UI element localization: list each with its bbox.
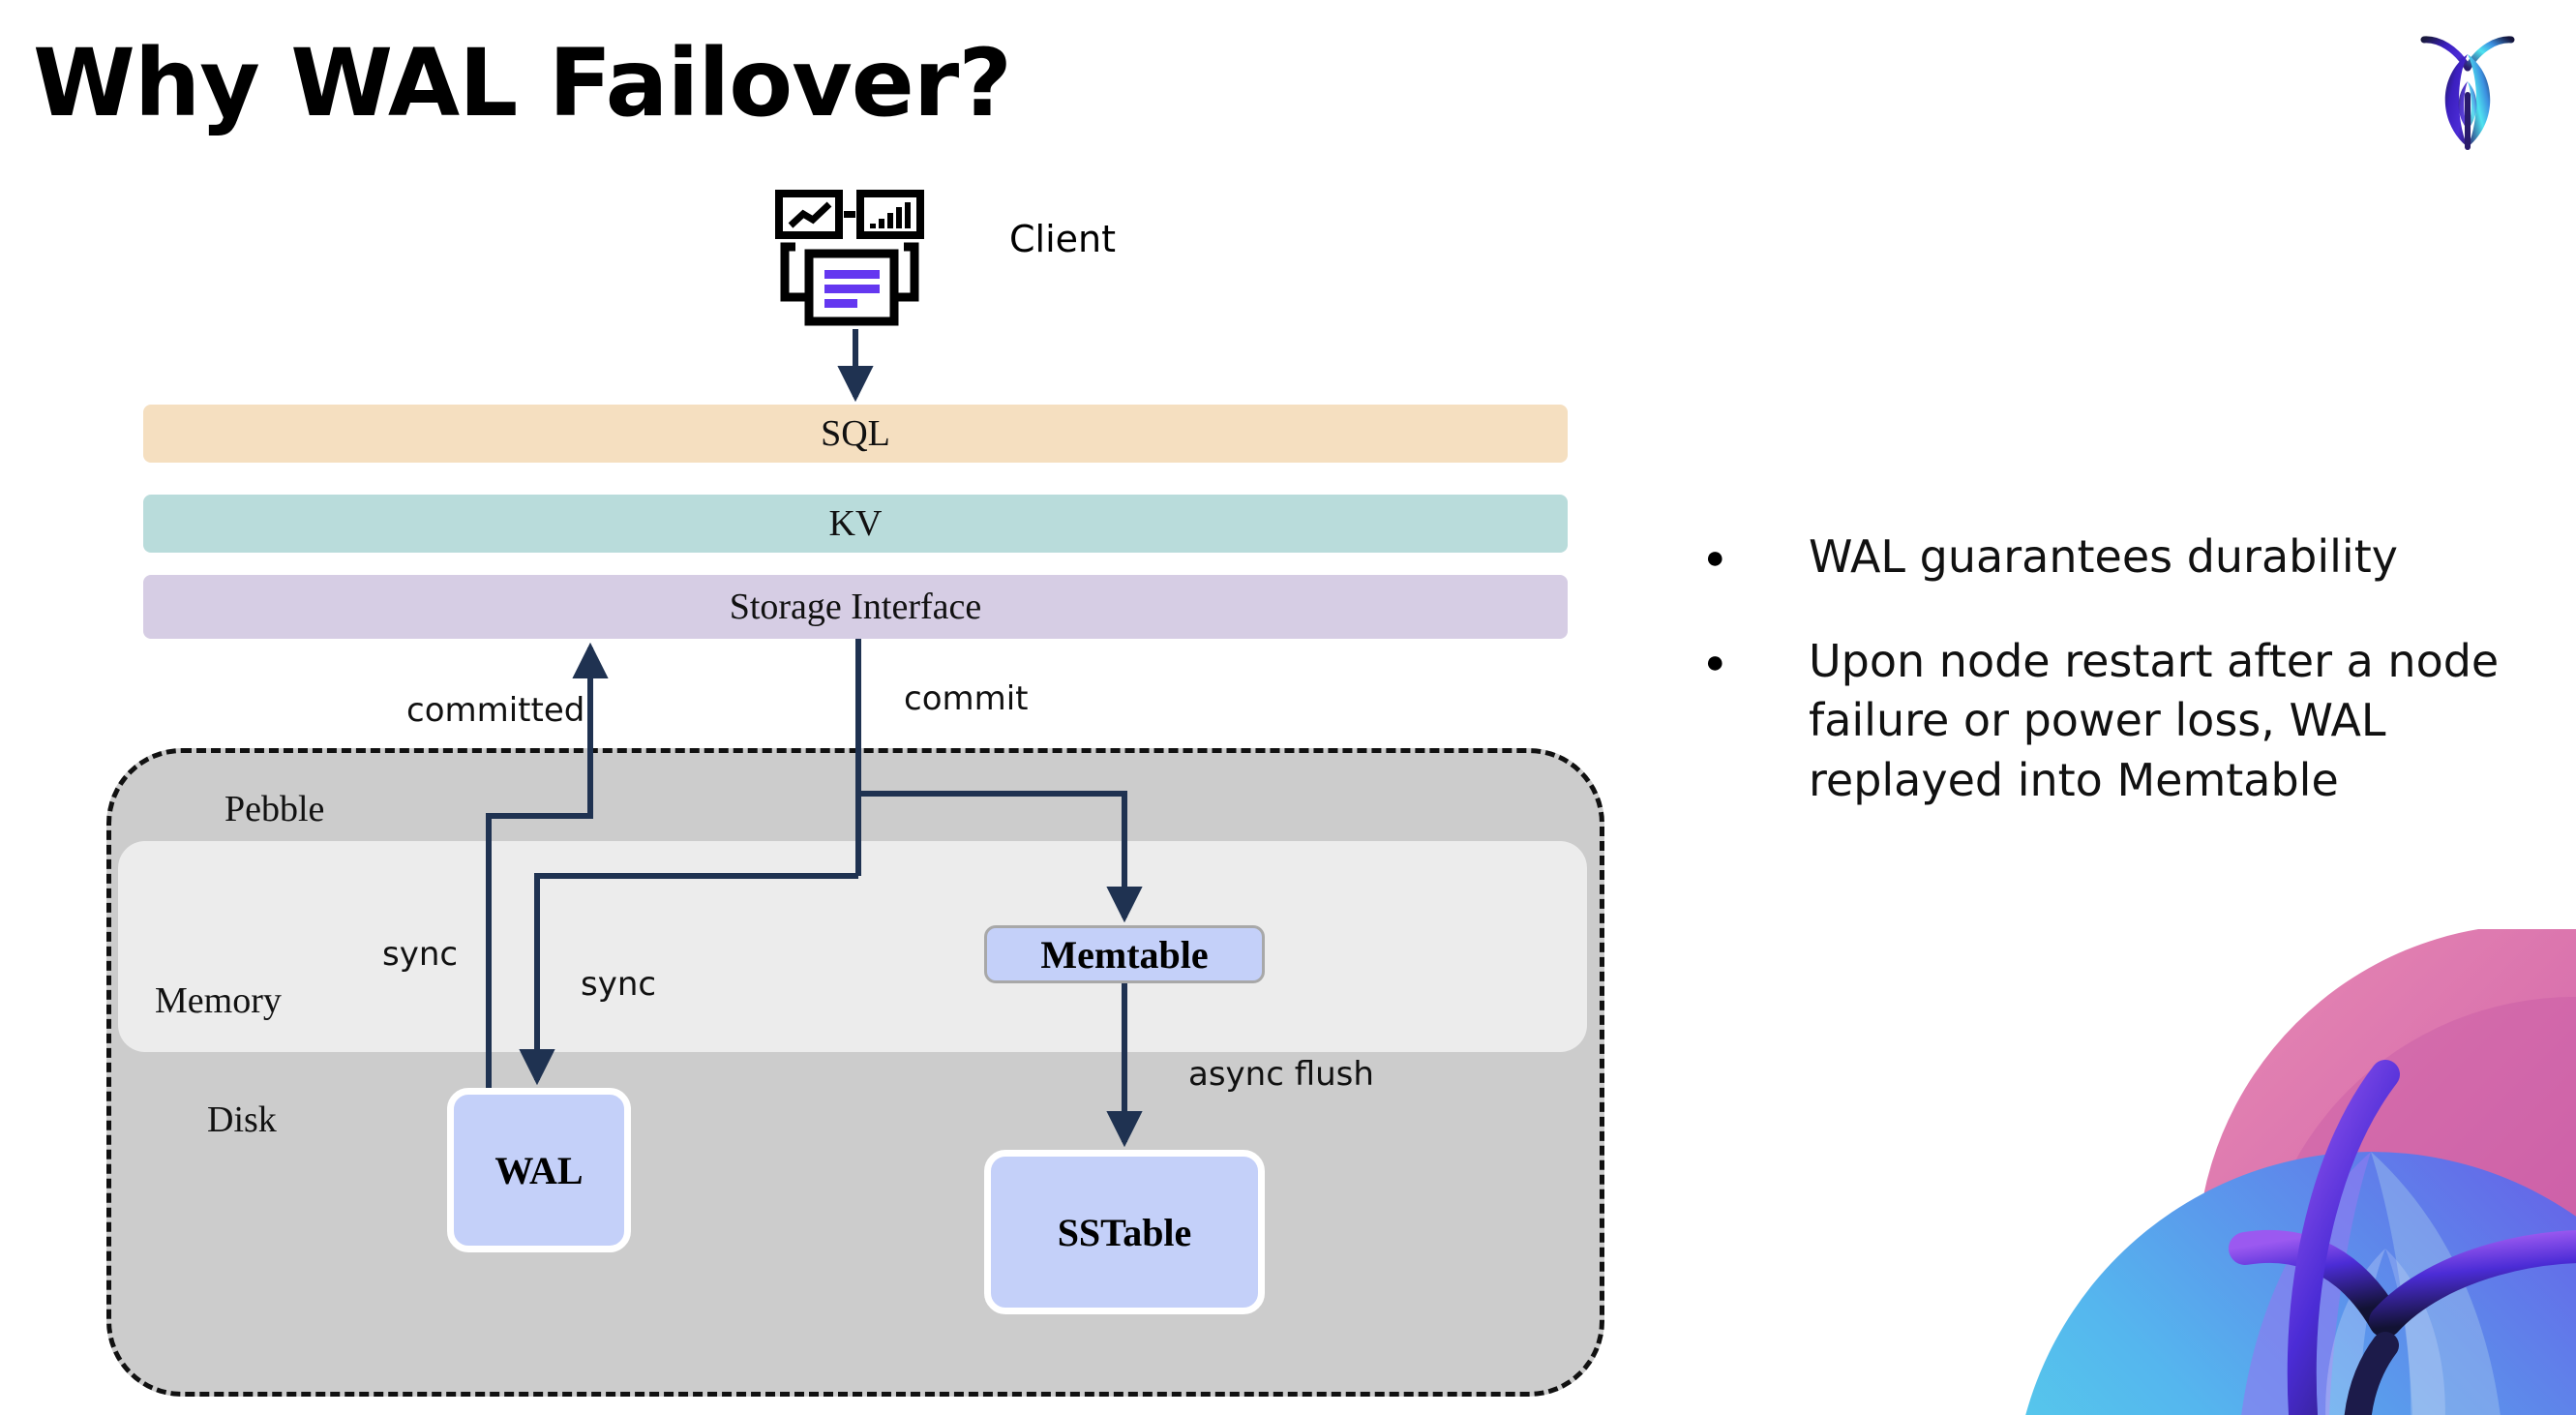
component-box-sstable[interactable]: SSTable xyxy=(984,1150,1265,1314)
component-box-sstable-label: SSTable xyxy=(1057,1210,1192,1254)
bullet-text: Upon node restart after a node failure o… xyxy=(1809,634,2500,806)
bullet-marker-icon: ● xyxy=(1705,643,1725,680)
edge-label-committed: committed xyxy=(406,691,585,730)
edge-label-sync-right: sync xyxy=(581,965,657,1004)
layer-bar-sql: SQL xyxy=(143,405,1568,463)
bullet-text: WAL guarantees durability xyxy=(1809,530,2398,583)
page-title: Why WAL Failover? xyxy=(33,29,1012,137)
layer-bar-storage-interface-label: Storage Interface xyxy=(729,587,982,627)
component-box-memtable[interactable]: Memtable xyxy=(984,925,1265,983)
memory-band xyxy=(118,841,1587,1052)
memory-label: Memory xyxy=(155,980,282,1021)
component-box-wal[interactable]: WAL xyxy=(447,1088,631,1252)
layer-bar-kv-label: KV xyxy=(828,503,883,544)
layer-bar-sql-label: SQL xyxy=(821,413,890,454)
component-box-memtable-label: Memtable xyxy=(1040,932,1209,977)
bullet-list: ● WAL guarantees durability ● Upon node … xyxy=(1705,527,2537,856)
list-item: ● WAL guarantees durability xyxy=(1705,527,2537,587)
list-item: ● Upon node restart after a node failure… xyxy=(1705,632,2537,811)
decorative-logo-art xyxy=(1955,929,2576,1415)
pebble-label: Pebble xyxy=(225,789,325,829)
edge-label-sync-left: sync xyxy=(382,935,459,974)
bullet-marker-icon: ● xyxy=(1705,539,1725,576)
disk-label: Disk xyxy=(207,1099,277,1140)
client-label: Client xyxy=(1009,218,1117,260)
layer-bar-kv: KV xyxy=(143,495,1568,553)
edge-label-async-flush: async flush xyxy=(1188,1055,1374,1094)
layer-bar-storage-interface: Storage Interface xyxy=(143,575,1568,639)
component-box-wal-label: WAL xyxy=(494,1148,584,1192)
edge-label-commit: commit xyxy=(904,679,1029,718)
cockroachdb-logo-icon xyxy=(2410,27,2526,153)
client-terminal-icon xyxy=(774,189,939,334)
